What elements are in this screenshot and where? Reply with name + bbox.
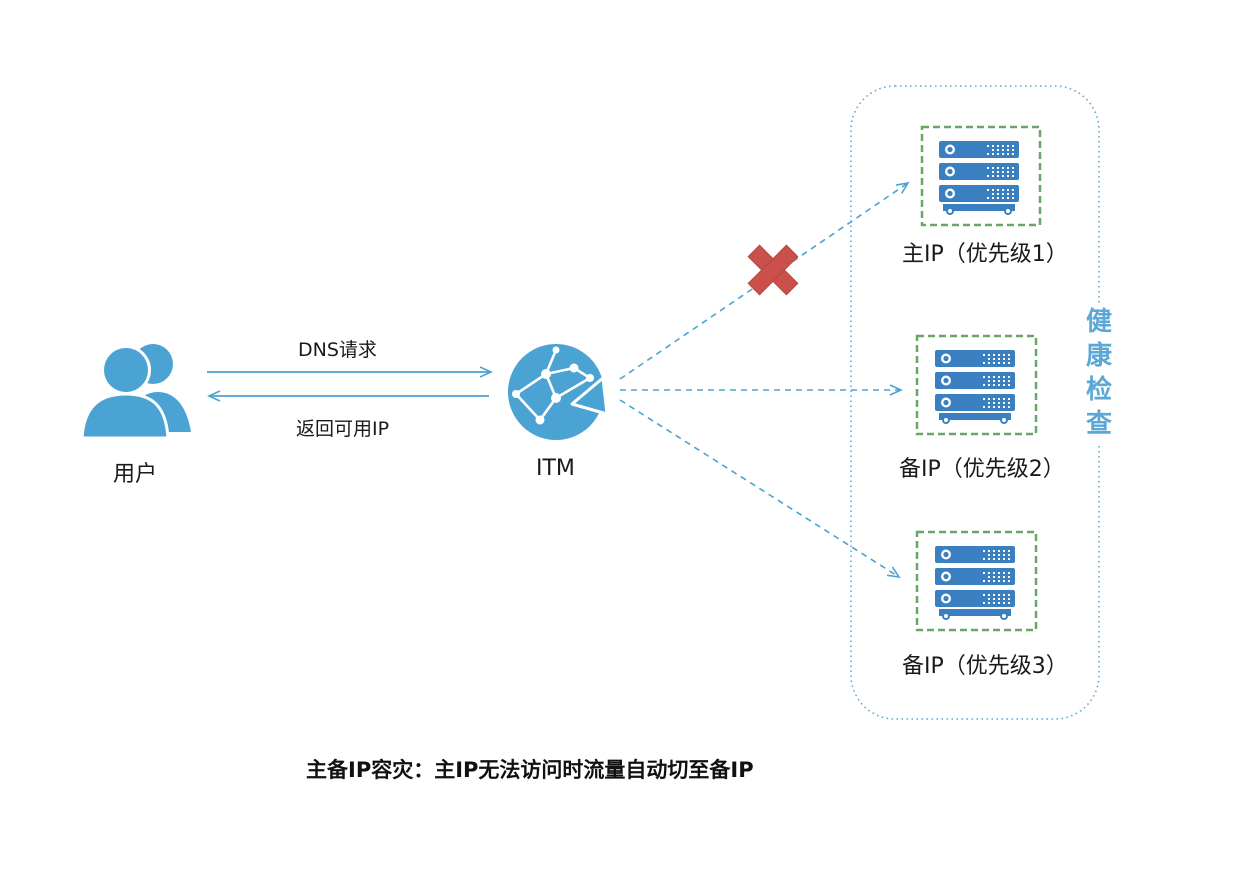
server-label-2: 备IP（优先级2） <box>899 457 1065 482</box>
server-label-1: 主IP（优先级1） <box>902 242 1068 267</box>
failure-x-icon <box>747 244 799 296</box>
route-arrow-backup-3 <box>619 399 901 579</box>
server-label-3: 备IP（优先级3） <box>902 654 1068 679</box>
health-check-label: 健康检查 <box>1084 303 1114 443</box>
server-icon-1 <box>939 141 1019 215</box>
server-icon-3 <box>935 546 1015 620</box>
user-label: 用户 <box>113 462 158 487</box>
dns-request-label: DNS请求 <box>298 339 377 361</box>
server-frame-3 <box>915 530 1038 632</box>
server-frame-2 <box>915 334 1038 436</box>
user-icon <box>80 344 191 440</box>
server-icon-2 <box>935 350 1015 424</box>
health-check-group <box>850 85 1100 720</box>
itm-label: ITM <box>536 456 575 481</box>
server-frame-1 <box>920 125 1042 227</box>
response-label: 返回可用IP <box>296 418 390 440</box>
route-arrow-primary <box>619 181 910 380</box>
itm-globe-icon <box>508 344 609 440</box>
diagram-caption: 主备IP容灾：主IP无法访问时流量自动切至备IP <box>306 758 754 782</box>
